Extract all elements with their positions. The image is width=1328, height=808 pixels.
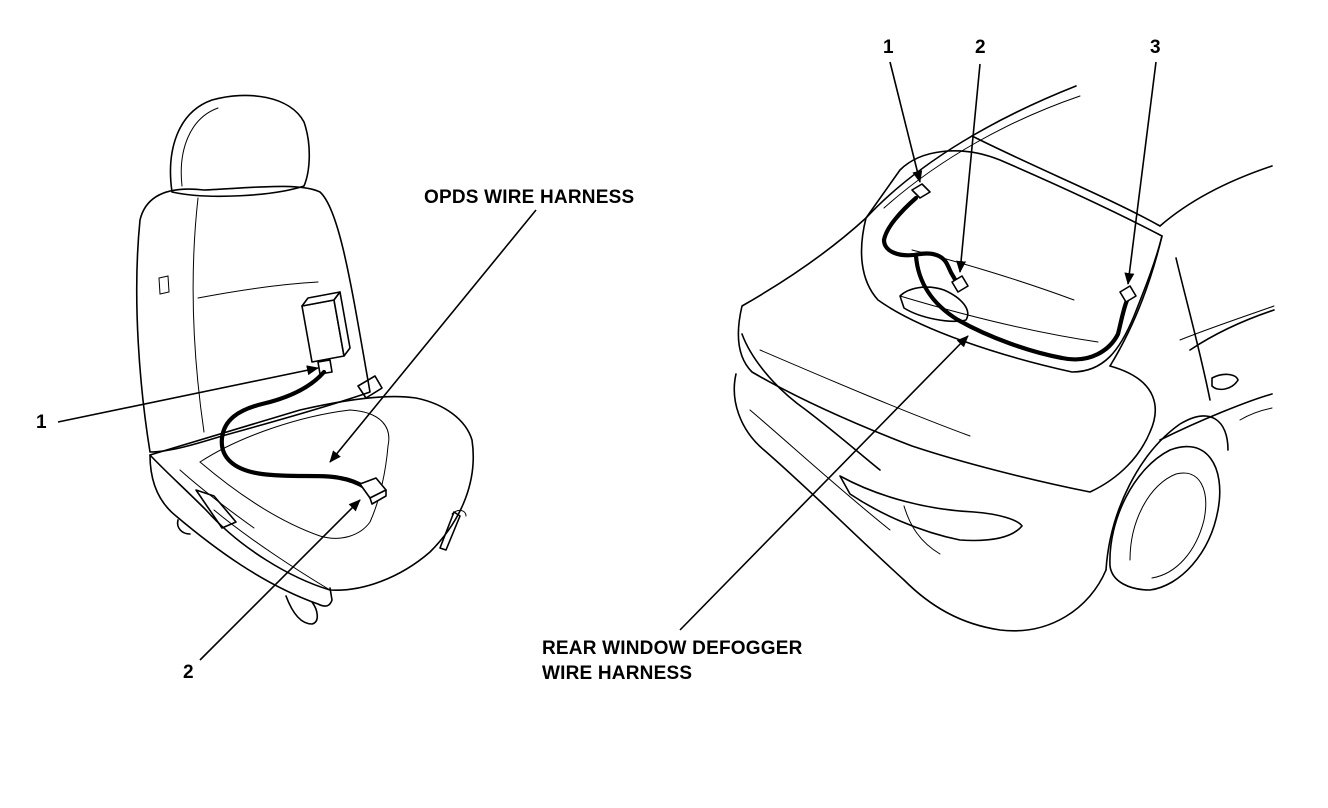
car-callout-3: 3 [1150,37,1161,58]
car-callout-2: 2 [975,37,986,58]
opds-harness-wire [219,369,369,491]
defogger-terminal-3 [1119,285,1137,303]
leader-seat-2 [199,499,361,661]
leader-car-3 [1124,61,1157,285]
seat-illustration [135,94,474,625]
leader-car-1 [889,61,923,183]
defogger-harness-label-line1: REAR WINDOW DEFOGGER [542,638,803,659]
opds-wire-harness-label: OPDS WIRE HARNESS [424,187,635,208]
defogger-terminal-2 [951,275,969,293]
car-callout-1: 1 [883,37,894,58]
seat-cushion [149,395,474,591]
seat-leaders [57,209,537,661]
leader-opds-harness [329,209,537,463]
leader-car-2 [956,63,981,273]
seat-base [149,454,333,607]
car-illustration [733,85,1275,632]
car-rear-wheel [1109,445,1221,591]
car-brake-light [899,286,969,323]
car-trunk [737,217,1156,493]
car-rear-window [860,150,1163,373]
defogger-terminal-1 [911,183,931,199]
car-bumper [733,373,1107,632]
seat-backrest [135,185,371,453]
seat-callout-1: 1 [36,412,47,433]
defogger-harness-label-line2: WIRE HARNESS [542,663,693,684]
defogger-harness-label: REAR WINDOW DEFOGGER WIRE HARNESS [542,636,803,686]
car-tail-light [741,333,881,471]
leader-defogger-harness [679,335,969,631]
car-roof [865,85,1077,219]
seat-callout-2: 2 [183,662,194,683]
leader-seat-1 [57,365,319,423]
seat-headrest [169,94,311,198]
car-leaders [679,61,1157,631]
defogger-harness-wire [881,195,1131,362]
